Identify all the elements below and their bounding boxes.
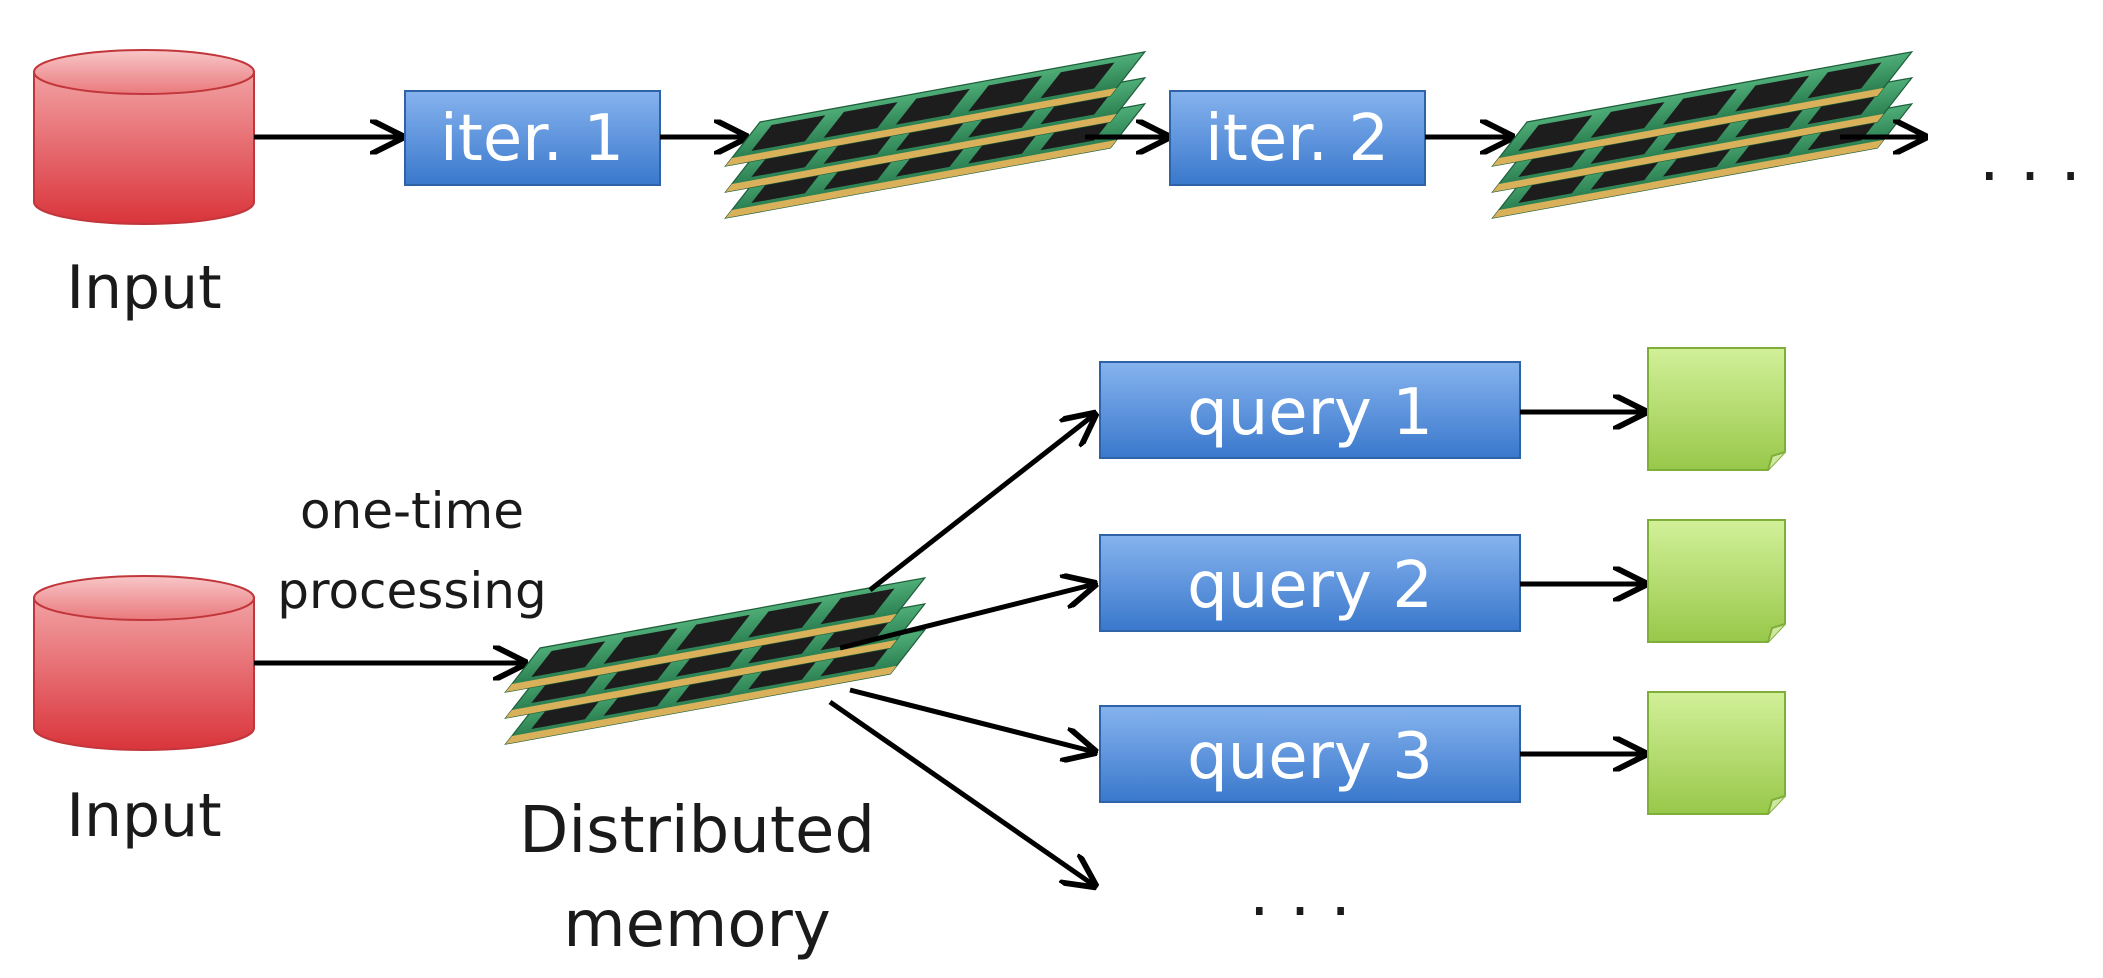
processing-label-line2: processing <box>277 562 546 620</box>
processing-label-line1: one-time <box>300 482 524 540</box>
continuation-ellipsis-bottom: . . . <box>1249 857 1351 931</box>
query-label-3: query 3 <box>1187 720 1433 794</box>
memory-stack-top-1 <box>726 52 1145 218</box>
query-box-1: query 1 <box>1099 361 1521 459</box>
memory-label-line2: memory <box>563 888 830 962</box>
input-label-top: Input <box>66 253 221 323</box>
arrow-memory-to-query2 <box>839 584 1095 651</box>
arrow-memory-to-more <box>828 699 1095 886</box>
query-label-2: query 2 <box>1187 549 1433 623</box>
iteration-label-1: iter. 1 <box>440 102 624 176</box>
distributed-memory-stack <box>506 578 925 744</box>
iteration-box-1: iter. 1 <box>404 90 661 186</box>
arrow-memory-to-query1 <box>868 414 1095 592</box>
iteration-box-2: iter. 2 <box>1169 90 1426 186</box>
arrow-memory-to-query3 <box>849 687 1095 752</box>
result-document-3 <box>1647 691 1786 815</box>
input-database-top <box>33 49 255 225</box>
iteration-label-2: iter. 2 <box>1205 102 1389 176</box>
input-database-bottom <box>33 575 255 751</box>
query-box-2: query 2 <box>1099 534 1521 632</box>
memory-label-line1: Distributed <box>519 794 875 868</box>
input-label-bottom: Input <box>66 781 221 851</box>
result-document-1 <box>1647 347 1786 471</box>
result-document-2 <box>1647 519 1786 643</box>
query-label-1: query 1 <box>1187 376 1433 450</box>
continuation-ellipsis-top: . . . <box>1979 122 2081 196</box>
query-box-3: query 3 <box>1099 705 1521 803</box>
